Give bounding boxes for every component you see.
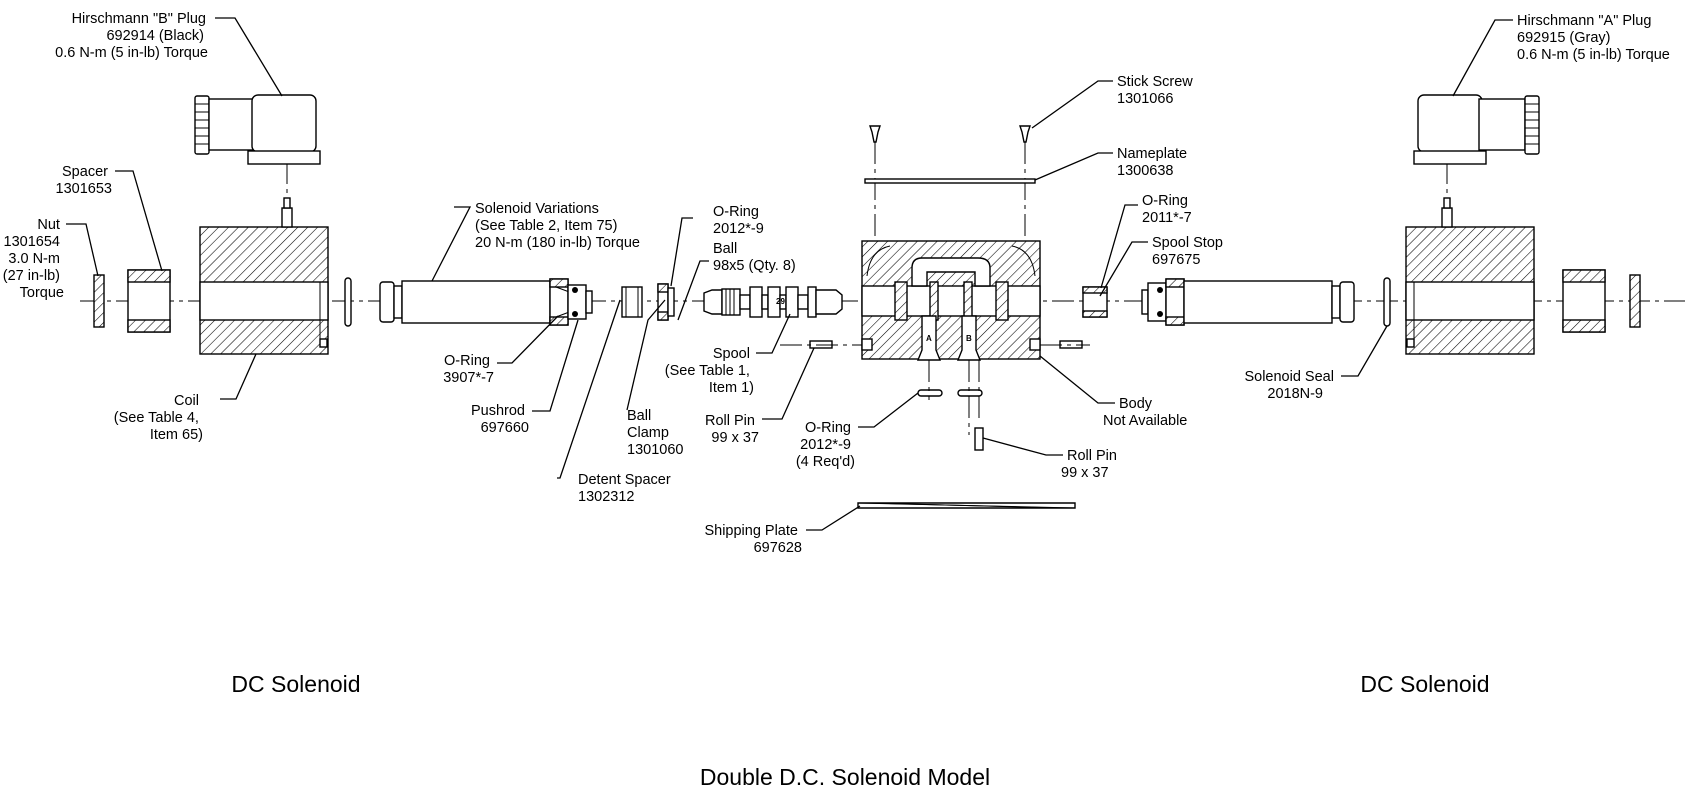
pushrod-label: Pushrod 697660 — [471, 403, 529, 436]
solenoid-variations-label: Solenoid Variations (See Table 2, Item 7… — [475, 201, 640, 251]
solenoid-tube-right — [1141, 278, 1355, 326]
nut-right — [1629, 274, 1641, 328]
stick-screw-left — [869, 125, 881, 143]
plug-a-label: Hirschmann "A" Plug 692915 (Gray) 0.6 N-… — [1517, 13, 1670, 63]
solenoid-seal-right — [1383, 277, 1391, 327]
port-oring-b — [957, 389, 983, 397]
port-oring-a — [917, 389, 943, 397]
solenoid-tube-left — [379, 278, 593, 326]
spacer-left — [127, 269, 171, 333]
roll-pin-left-label: Roll Pin 99 x 37 — [705, 413, 759, 446]
shipping-plate-label: Shipping Plate 697628 — [704, 523, 802, 556]
nut-label: Nut 1301654 3.0 N-m (27 in-lb) Torque — [3, 217, 64, 301]
spacer-label: Spacer 1301653 — [56, 164, 112, 197]
oring-3907-label: O-Ring 3907*-7 — [443, 353, 494, 386]
stick-screw-right — [1019, 125, 1031, 143]
detent-spacer — [621, 286, 643, 318]
stick-screw-label: Stick Screw 1301066 — [1117, 74, 1197, 107]
spool-stop-label: Spool Stop 697675 — [1152, 235, 1227, 268]
nut-left — [93, 274, 105, 328]
port-a-label: A — [926, 334, 932, 343]
oring-2011-label: O-Ring 2011*-7 — [1142, 193, 1192, 226]
oring-2012-bottom-label: O-Ring 2012*-9 (4 Req'd) — [796, 420, 855, 470]
detent-spacer-label: Detent Spacer 1302312 — [578, 472, 675, 505]
nameplate-label: Nameplate 1300638 — [1117, 146, 1191, 179]
ball-clamp — [657, 283, 675, 321]
roll-pin-bottom — [974, 427, 984, 451]
spool-number-label: 29 — [776, 297, 785, 306]
subtitle-left: DC Solenoid — [231, 671, 360, 697]
oring-2012-top-label: O-Ring 2012*-9 — [713, 204, 764, 237]
coil-right — [1405, 197, 1535, 355]
roll-pin-right-label: Roll Pin 99 x 37 — [1061, 448, 1121, 481]
spacer-right — [1562, 269, 1606, 333]
leader-lines — [66, 17, 1513, 531]
diagram-title: Double D.C. Solenoid Model — [700, 764, 990, 790]
plug-b-label: Hirschmann "B" Plug 692914 (Black) 0.6 N… — [55, 11, 210, 61]
shipping-plate — [857, 502, 1076, 509]
ball-clamp-label: Ball Clamp 1301060 — [627, 408, 683, 458]
coil-left — [199, 197, 329, 355]
coil-label: Coil (See Table 4, Item 65) — [114, 393, 203, 443]
hirschmann-a-plug — [1413, 94, 1540, 165]
body-label: Body Not Available — [1103, 396, 1187, 429]
hirschmann-b-plug — [194, 94, 321, 165]
subtitle-right: DC Solenoid — [1360, 671, 1489, 697]
spool-label: Spool (See Table 1, Item 1) — [665, 346, 754, 396]
solenoid-seal-left — [344, 277, 352, 327]
nameplate — [864, 178, 1036, 184]
callout-labels: Hirschmann "B" Plug 692914 (Black) 0.6 N… — [3, 11, 1670, 556]
port-b-label: B — [966, 334, 972, 343]
spool — [703, 286, 843, 318]
valve-body — [861, 240, 1041, 361]
solenoid-seal-label: Solenoid Seal 2018N-9 — [1244, 369, 1338, 402]
ball-label: Ball 98x5 (Qty. 8) — [713, 241, 796, 274]
